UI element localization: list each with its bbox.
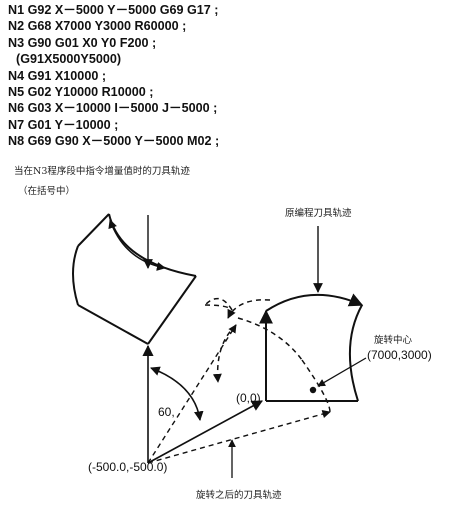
rotated-toolpath-shape [204, 297, 331, 413]
start-point-label: (-500.0,-500.0) [88, 460, 168, 474]
rotation-center-label: 旋转中心 [374, 335, 413, 346]
nc-program-listing: N1 G92 X－5000 Y－5000 G69 G17 ; N2 G68 X7… [8, 2, 219, 150]
rotation-angle-arc [150, 366, 204, 421]
program-line: N2 G68 X7000 Y3000 R60000 ; [8, 19, 187, 34]
incremental-note-caption: 当在N3程序段中指令增量值时的刀具轨迹 [14, 166, 190, 177]
angle-label: 60, [158, 405, 175, 419]
rotated-path-dashed [147, 409, 331, 464]
origin-label: (0,0) [236, 391, 261, 405]
program-line-incremental: (G91X5000Y5000) [16, 52, 122, 67]
path-start-to-origin [147, 400, 263, 464]
rotated-path-label: 旋转之后的刀具轨迹 [196, 490, 282, 501]
rotation-center-coords: (7000,3000) [367, 348, 432, 362]
program-line: N6 G03 X－10000 I－5000 J－5000 ; [8, 101, 218, 116]
rotation-center-point [309, 386, 317, 394]
program-line: N8 G69 G90 X－5000 Y－5000 M02 ; [8, 134, 220, 149]
incremental-toolpath-shape [72, 213, 197, 345]
program-line: N4 G91 X10000 ; [8, 68, 107, 83]
programmed-path-label: 原编程刀具轨迹 [285, 208, 352, 219]
in-brackets-caption: （在括号中） [18, 186, 76, 197]
program-line: N1 G92 X－5000 Y－5000 G69 G17 ; [8, 3, 219, 17]
programmed-toolpath-shape [259, 293, 364, 402]
program-line: N5 G02 Y10000 R10000 ; [8, 85, 154, 100]
rotation-center-leader [317, 357, 367, 387]
program-line: N7 G01 Y－10000 ; [8, 117, 119, 132]
program-line: N3 G90 G01 X0 Y0 F200 ; [8, 35, 157, 50]
rotated-path-dashed [147, 324, 237, 464]
